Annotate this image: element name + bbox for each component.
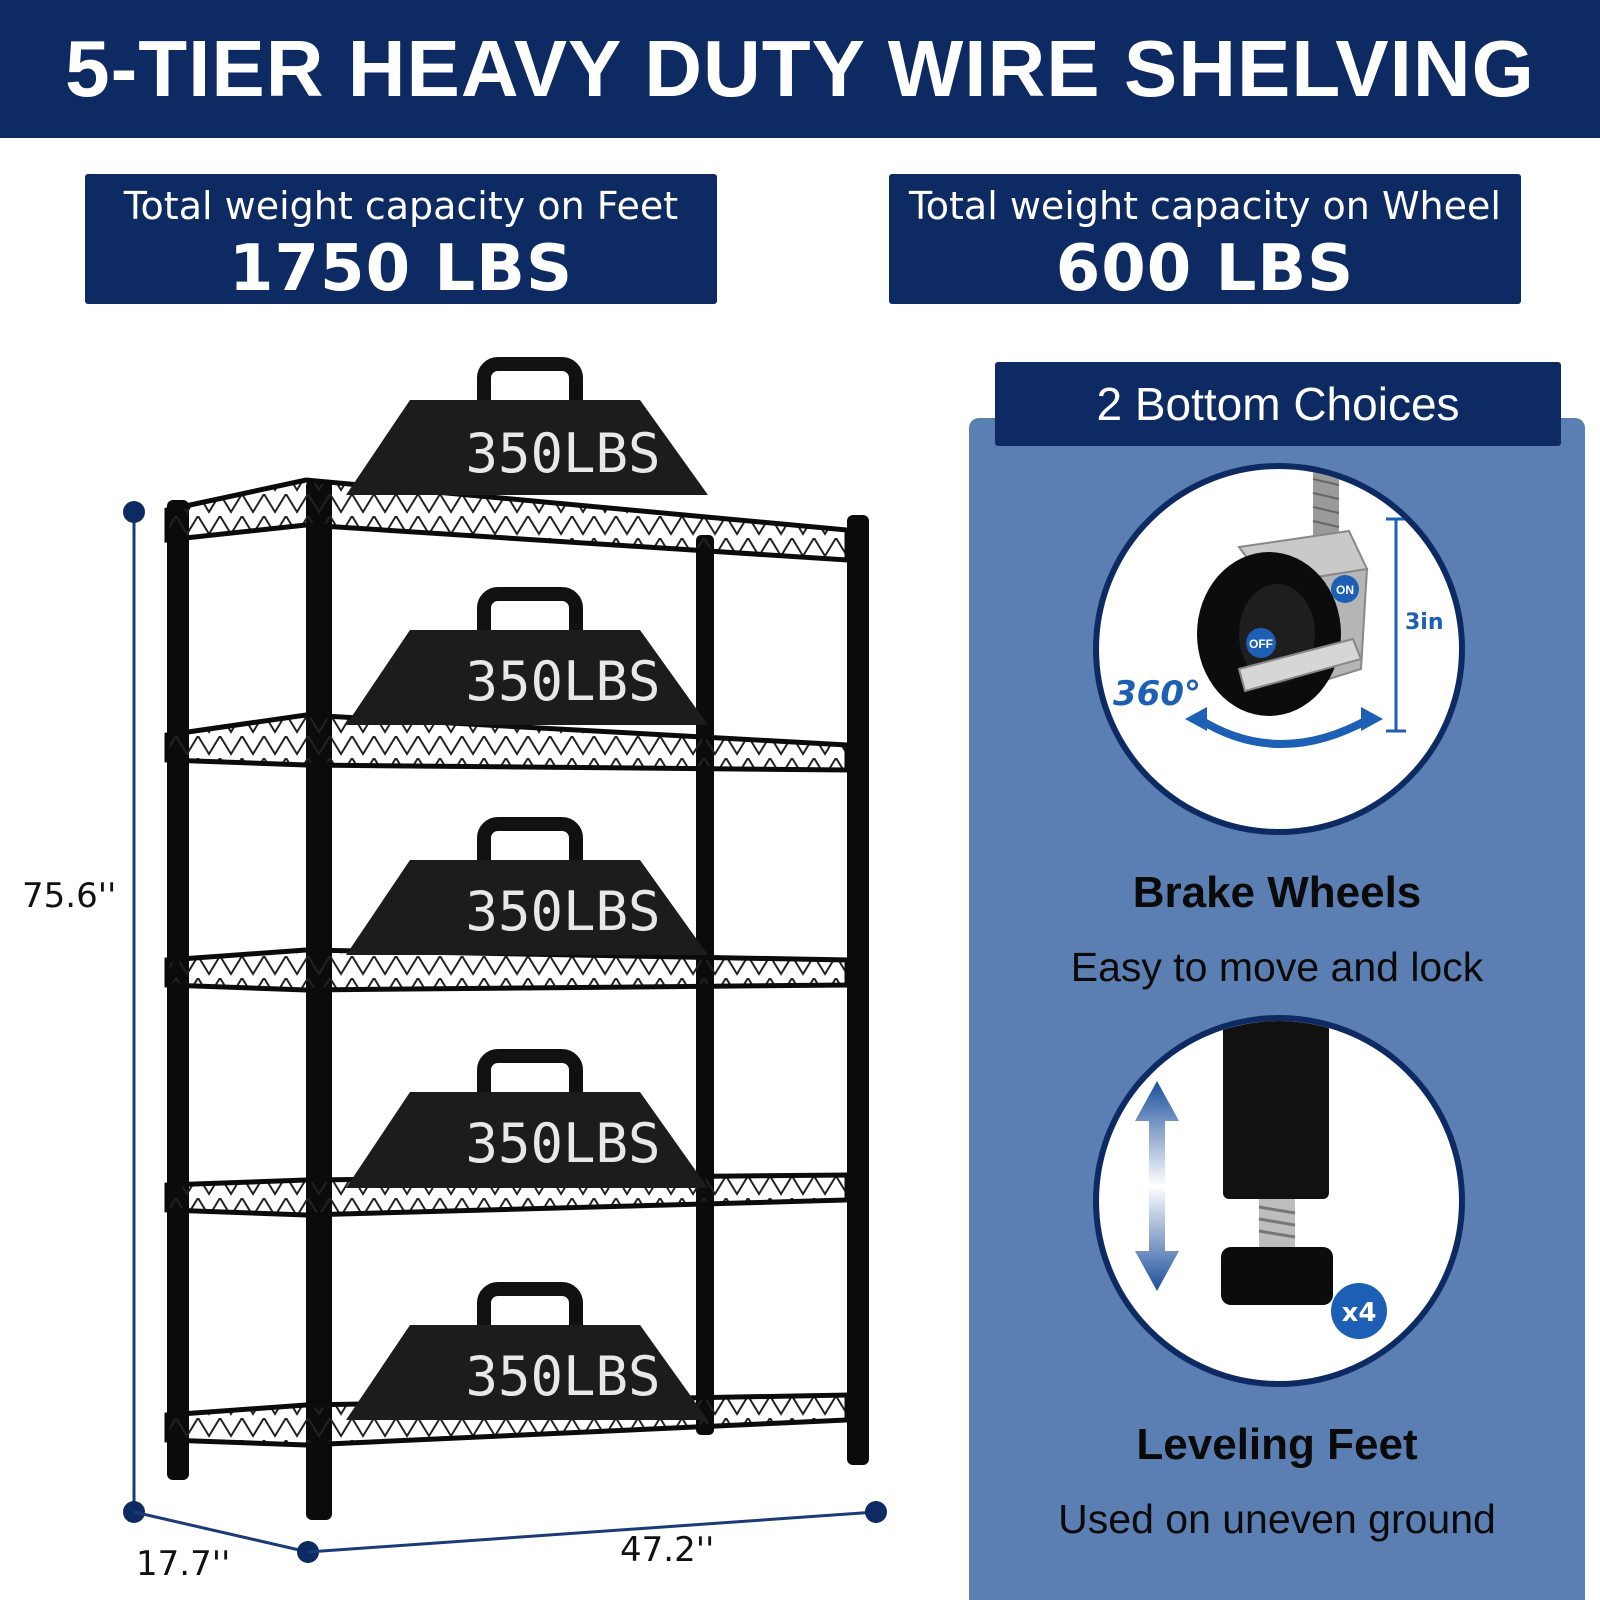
quantity-badge: x4: [1331, 1283, 1387, 1339]
lock-on-marker: ON: [1331, 575, 1359, 603]
page-title: 5-TIER HEAVY DUTY WIRE SHELVING: [65, 24, 1535, 113]
rotation-arrow-icon: [1185, 707, 1383, 748]
svg-text:x4: x4: [1342, 1298, 1377, 1328]
weight-label: 350LBS: [465, 1112, 660, 1175]
rotation-label: 360°: [1113, 674, 1201, 714]
weight-label: 350LBS: [465, 422, 660, 485]
feet-capacity-value: 1750 LBS: [228, 232, 574, 306]
weight-label: 350LBS: [465, 880, 660, 943]
brake-wheel-image: ON OFF 3in 360°: [1093, 463, 1465, 835]
dimension-lines: [123, 501, 887, 1563]
bottom-choices-heading: 2 Bottom Choices: [995, 362, 1561, 446]
weight-block-2: 350LBS: [346, 587, 708, 725]
leveling-feet-image: x4: [1093, 1015, 1465, 1387]
height-arrow-icon: [1386, 517, 1406, 733]
brake-wheels-description: Easy to move and lock: [1070, 944, 1484, 990]
shelf-tier-2: [164, 712, 850, 773]
wheel-capacity-value: 600 LBS: [1055, 232, 1355, 306]
svg-text:ON: ON: [1336, 583, 1354, 597]
weight-block-3: 350LBS: [346, 817, 708, 955]
depth-dimension: 17.7'': [136, 1544, 231, 1584]
title-banner: 5-TIER HEAVY DUTY WIRE SHELVING: [0, 0, 1600, 138]
wheel-capacity-label: Total weight capacity on Wheel: [909, 184, 1501, 228]
up-down-arrow-icon: [1135, 1081, 1179, 1291]
leveling-feet-title: Leveling Feet: [1136, 1420, 1418, 1469]
weight-block-5: 350LBS: [346, 1282, 708, 1420]
weight-block-1: 350LBS: [346, 357, 708, 495]
shelf-tiers: [164, 477, 850, 1448]
leveling-foot-icon: [1221, 1021, 1333, 1305]
shelf-tier-1: [164, 477, 850, 563]
feet-capacity-label: Total weight capacity on Feet: [123, 184, 679, 228]
weight-label: 350LBS: [465, 1345, 660, 1408]
lock-off-marker: OFF: [1246, 628, 1276, 658]
width-dimension: 47.2'': [620, 1530, 715, 1570]
svg-text:OFF: OFF: [1249, 637, 1273, 651]
feet-capacity-box: Total weight capacity on Feet 1750 LBS: [85, 174, 717, 306]
shelving-illustration: 350LBS 350LBS 350LBS 350LBS 350LBS: [123, 357, 887, 1563]
leveling-feet-description: Used on uneven ground: [1058, 1496, 1496, 1542]
wheel-capacity-box: Total weight capacity on Wheel 600 LBS: [889, 174, 1521, 306]
weight-label: 350LBS: [465, 650, 660, 713]
shelf-tier-3: [164, 947, 850, 993]
brake-wheels-title: Brake Wheels: [1132, 868, 1422, 917]
wheel-size-label: 3in: [1405, 610, 1444, 635]
weight-block-4: 350LBS: [346, 1049, 708, 1188]
height-dimension: 75.6'': [22, 876, 117, 916]
bottom-choices-label: 2 Bottom Choices: [1096, 378, 1460, 430]
